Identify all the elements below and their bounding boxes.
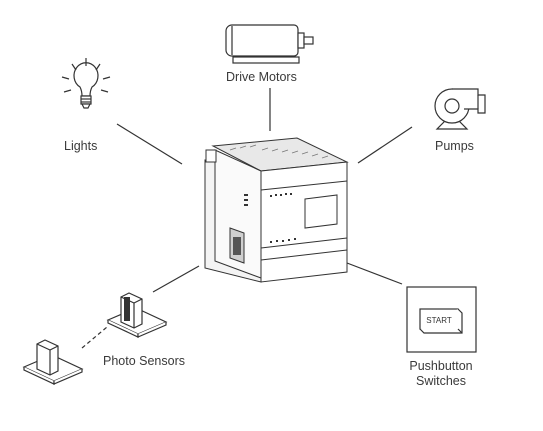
light-bulb-icon: [61, 58, 111, 109]
connector-lights: [116, 123, 183, 165]
photo-sensor-icon: [106, 292, 168, 338]
connector-pushbutton: [346, 262, 403, 285]
motor-icon: [225, 24, 314, 64]
connector-pumps: [357, 126, 413, 164]
label-photo-sensors: Photo Sensors: [103, 354, 185, 368]
connector-photo-sensors: [152, 265, 200, 293]
label-drive-motors: Drive Motors: [226, 70, 297, 84]
plc-device-icon: [204, 137, 349, 283]
photo-beam-line: [81, 326, 108, 349]
label-pushbutton-line1: Pushbutton: [409, 359, 473, 373]
label-pumps: Pumps: [435, 139, 474, 153]
label-lights: Lights: [64, 139, 98, 153]
connectors: [116, 88, 413, 293]
pushbutton-icon: [406, 286, 477, 353]
label-pushbutton-line2: Switches: [415, 374, 467, 388]
photo-sensor-icon-2: [22, 339, 84, 385]
start-button-text: START: [426, 316, 452, 325]
pump-icon: [434, 88, 486, 130]
